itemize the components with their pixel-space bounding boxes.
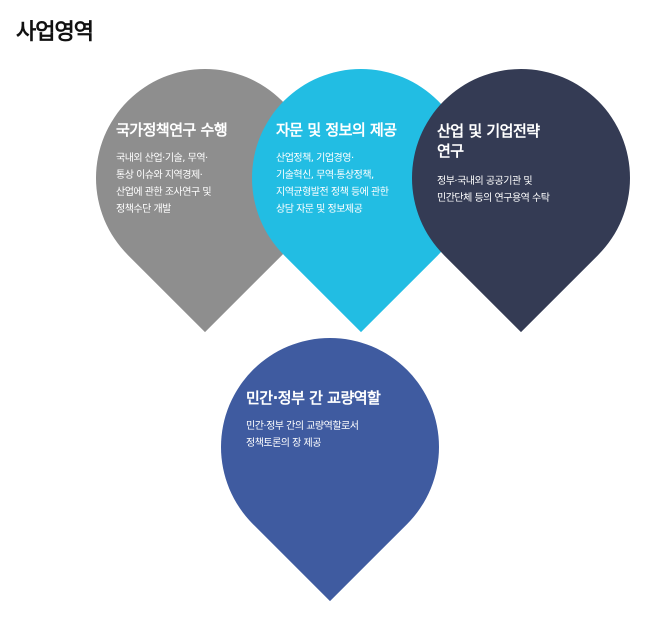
area-industry-strategy: 산업 및 기업전략 연구 정부·국내외 공공기관 및 민간단체 등의 연구용역 … <box>437 121 550 207</box>
area-title: 민간·정부 간 교량역할 <box>246 389 381 407</box>
area-bridge-role: 민간·정부 간 교량역할 민간·정부 간의 교량역할로서 정책토론의 장 제공 <box>246 389 381 452</box>
area-description: 정부·국내외 공공기관 및 민간단체 등의 연구용역 수탁 <box>437 176 550 204</box>
area-description: 민간·정부 간의 교량역할로서 정책토론의 장 제공 <box>246 421 359 449</box>
area-consulting: 자문 및 정보의 제공 산업정책, 기업경영· 기술혁신, 무역·통상정책, 지… <box>276 121 397 218</box>
area-description: 산업정책, 기업경영· 기술혁신, 무역·통상정책, 지역균형발전 정책 등에 … <box>276 153 389 215</box>
area-title: 국가정책연구 수행 <box>116 121 228 139</box>
area-title: 산업 및 기업전략 연구 <box>437 122 540 160</box>
page-title: 사업영역 <box>16 20 94 45</box>
area-title: 자문 및 정보의 제공 <box>276 121 397 139</box>
area-policy-research: 국가정책연구 수행 국내외 산업·기술, 무역· 통상 이슈와 지역경제· 산업… <box>116 121 228 218</box>
area-description: 국내외 산업·기술, 무역· 통상 이슈와 지역경제· 산업에 관한 조사연구 … <box>116 153 212 215</box>
